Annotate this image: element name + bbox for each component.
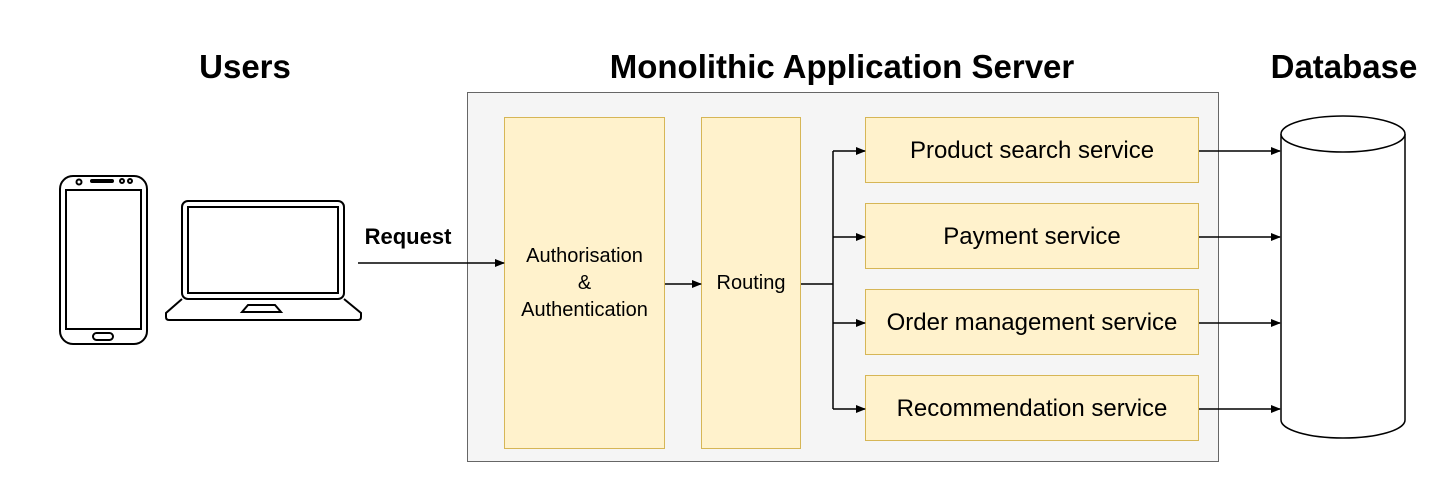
- database-cylinder-icon: [1280, 115, 1406, 439]
- service-label: Payment service: [943, 222, 1121, 250]
- service-label: Product search service: [909, 136, 1155, 164]
- service-label: Order management service: [886, 308, 1178, 336]
- request-label: Request: [364, 224, 452, 249]
- laptop-icon: [165, 200, 362, 321]
- auth-label-line1: Authorisation: [526, 244, 643, 267]
- service-label: Recommendation service: [896, 394, 1168, 422]
- auth-label-line2: &: [577, 271, 592, 294]
- server-heading: Monolithic Application Server: [609, 48, 1075, 85]
- service-box-order-management: Order management service: [865, 289, 1199, 355]
- users-heading: Users: [199, 48, 291, 85]
- service-box-recommendation: Recommendation service: [865, 375, 1199, 441]
- smartphone-icon: [59, 175, 148, 345]
- service-box-product-search: Product search service: [865, 117, 1199, 183]
- routing-label: Routing: [716, 271, 786, 294]
- auth-label-line3: Authentication: [521, 298, 648, 321]
- auth-box: Authorisation & Authentication: [504, 117, 665, 449]
- database-heading: Database: [1270, 48, 1418, 85]
- connectors: [358, 147, 1281, 413]
- service-box-payment: Payment service: [865, 203, 1199, 269]
- routing-box: Routing: [701, 117, 801, 449]
